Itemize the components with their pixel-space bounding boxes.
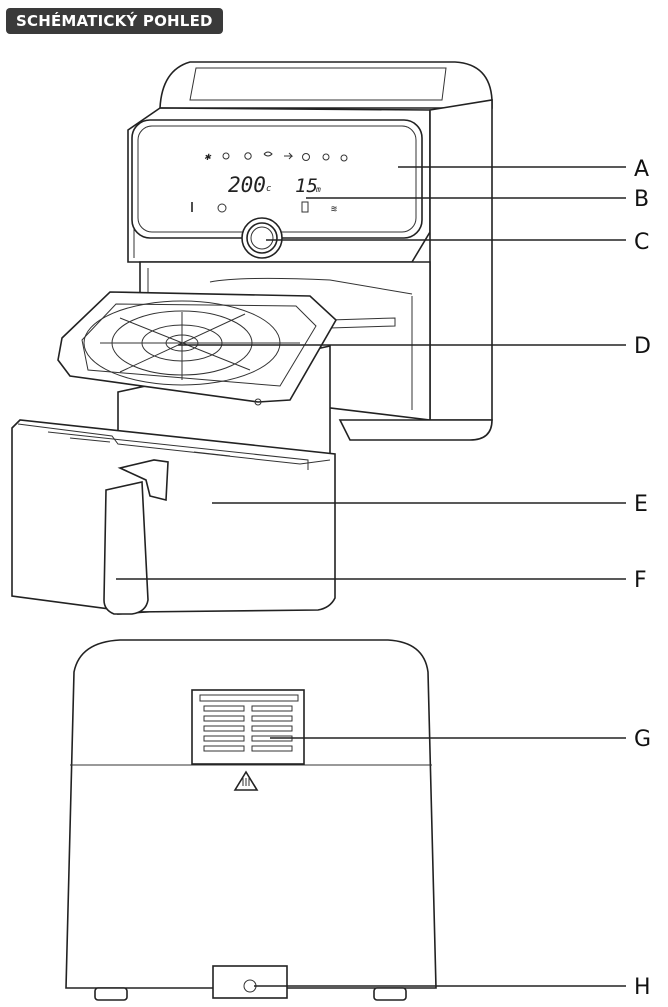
- page-title: SCHÉMATICKÝ POHLED: [6, 8, 223, 34]
- foot-left: [94, 987, 128, 1001]
- temperature-display: 200: [228, 173, 266, 197]
- time-display: 15: [295, 175, 318, 197]
- fry-grate: [57, 291, 338, 403]
- temperature-unit: c: [266, 184, 271, 194]
- top-window: [189, 67, 447, 101]
- air-outlet-vent: [203, 705, 293, 752]
- time-unit: m: [315, 185, 321, 194]
- basket: [11, 291, 338, 615]
- back-vent-panel: [191, 689, 305, 765]
- fryer-base: [338, 419, 493, 441]
- callout-h: H: [634, 975, 651, 1000]
- callout-g: G: [634, 727, 651, 752]
- fryer-side-face: [429, 99, 493, 421]
- preset-icons: ✱: [204, 150, 348, 163]
- callout-f: F: [634, 568, 647, 593]
- callout-a: A: [634, 157, 649, 182]
- callout-labels: A B C D E F G H: [634, 157, 651, 1000]
- preset-icon-5: [284, 152, 294, 160]
- control-panel: [131, 119, 423, 239]
- callout-c: C: [634, 230, 649, 255]
- preset-icon-4: [263, 151, 273, 157]
- callout-d: D: [634, 334, 651, 359]
- shake-icon[interactable]: ≋: [331, 204, 337, 215]
- basket-icon[interactable]: [301, 201, 309, 213]
- fryer-top: [159, 61, 493, 109]
- preset-icon-3: [244, 152, 252, 160]
- fryer-back-body: [65, 639, 437, 989]
- air-fryer-back-view: [65, 639, 437, 1001]
- fan-icon: ✱: [204, 150, 212, 163]
- timer-icon[interactable]: [217, 203, 227, 213]
- callout-b: B: [634, 187, 649, 212]
- callout-e: E: [634, 492, 648, 517]
- handle-bracket: [117, 459, 169, 502]
- basket-drawer[interactable]: [11, 419, 336, 613]
- callout-lines: [116, 166, 626, 987]
- foot-right: [373, 987, 407, 1001]
- basket-handle[interactable]: [103, 481, 149, 615]
- power-cord-outlet: [212, 965, 288, 999]
- preset-icon-8: [340, 154, 348, 162]
- preset-icon-2: [222, 152, 230, 160]
- preset-icon-6: [302, 153, 310, 161]
- preset-icon-7: [322, 153, 330, 161]
